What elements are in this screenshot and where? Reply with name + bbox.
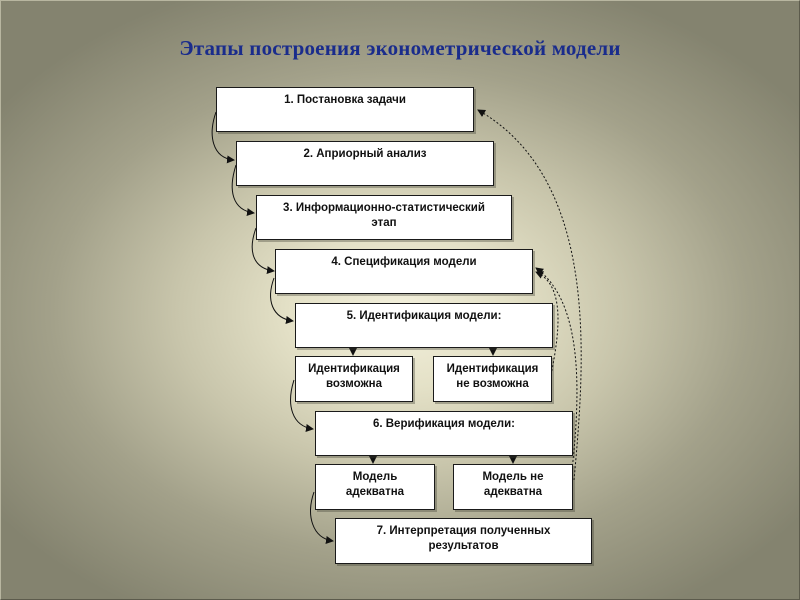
arrow-4-to-5 xyxy=(270,277,294,324)
arrow-5a-to-6 xyxy=(290,379,314,432)
step-5b-identification-impossible: Идентификация не возможна xyxy=(433,356,552,402)
feedback-5b-to-4 xyxy=(535,271,559,376)
step-5-identification: 5. Идентификация модели: xyxy=(295,303,553,348)
step-6b-model-not-adequate: Модель не адекватна xyxy=(453,464,573,510)
step-5a-identification-possible: Идентификация возможна xyxy=(295,356,413,402)
arrow-1-to-2 xyxy=(211,111,235,164)
feedback-6b-to-1 xyxy=(477,109,582,481)
step-2-a-priori-analysis: 2. Априорный анализ xyxy=(236,141,494,186)
step-3-information-statistical: 3. Информационно-статистический этап xyxy=(256,195,512,240)
feedback-6b-to-4 xyxy=(535,267,578,471)
slide-title: Этапы построения эконометрической модели xyxy=(179,36,621,60)
arrow-2-to-3 xyxy=(231,164,255,217)
step-6a-model-adequate: Модель адекватна xyxy=(315,464,435,510)
step-6-verification: 6. Верификация модели: xyxy=(315,411,573,456)
arrow-6a-to-7 xyxy=(310,491,334,544)
arrow-3-to-4 xyxy=(251,227,275,275)
step-4-specification: 4. Спецификация модели xyxy=(275,249,533,294)
step-7-interpretation: 7. Интерпретация полученных результатов xyxy=(335,518,592,564)
step-1-problem-statement: 1. Постановка задачи xyxy=(216,87,474,132)
